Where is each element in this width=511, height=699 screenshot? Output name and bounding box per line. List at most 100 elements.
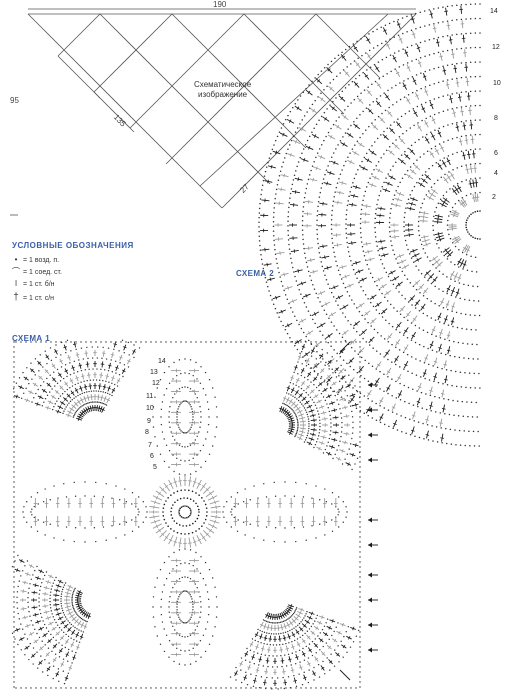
chain-dot (413, 124, 415, 127)
chain-dot (452, 241, 454, 244)
chain-dot (279, 621, 282, 624)
chain-dot (359, 471, 361, 473)
chain-dot (326, 403, 328, 405)
chain-dot (337, 304, 339, 306)
chain-dot (409, 166, 412, 168)
chain-dot (305, 687, 307, 689)
chain-dot (353, 327, 355, 329)
chain-dot (420, 72, 422, 74)
chain-dot (56, 368, 59, 371)
chain-dot (67, 660, 69, 662)
chain-dot (349, 443, 352, 445)
chain-dot (377, 160, 380, 163)
chain-dot (375, 208, 377, 210)
chain-dot (401, 270, 404, 273)
stitch-crossbar (329, 171, 332, 175)
stitch-crossbar (429, 343, 434, 347)
chain-dot (169, 406, 171, 408)
stitch-mark (466, 246, 471, 254)
chain-dot (307, 394, 310, 396)
chain-dot (82, 404, 85, 406)
chain-dot (276, 666, 279, 668)
stitch-crossbar (344, 274, 347, 279)
stitch-mark (178, 476, 182, 487)
stitch-mark (353, 123, 360, 130)
chain-dot (416, 181, 418, 184)
stitch-crossbar (395, 341, 400, 345)
chain-dot (456, 182, 459, 185)
chain-dot (78, 615, 80, 618)
chain-dot (168, 656, 170, 658)
chain-dot (335, 341, 337, 343)
chain-dot (105, 380, 107, 383)
chain-dot (460, 386, 463, 388)
chain-dot (430, 300, 432, 302)
chain-dot (329, 414, 331, 416)
chain-dot (184, 548, 186, 550)
chain-dot (331, 242, 334, 244)
slip-stitch-arc-icon: ⌒ (12, 267, 20, 276)
chain-dot (64, 390, 66, 393)
chain-dot (215, 341, 217, 343)
chain-dot (95, 341, 97, 343)
chain-dot (271, 622, 274, 624)
chain-dot (270, 687, 272, 689)
chain-dot (189, 404, 191, 406)
stitch-mark (424, 354, 429, 362)
chain-dot (340, 278, 343, 280)
chain-dot (468, 372, 471, 374)
chain-dot (175, 522, 178, 525)
chain-dot (258, 664, 260, 666)
chain-dot (181, 576, 183, 579)
chain-dot (424, 55, 426, 57)
stitch-mark (422, 369, 427, 377)
chain-dot (152, 426, 155, 428)
stitch-crossbar (344, 440, 346, 445)
chain-dot (334, 394, 336, 397)
chain-dot (236, 530, 239, 532)
chain-dot (353, 177, 356, 180)
chain-dot (465, 76, 467, 78)
stitch-crossbar (154, 500, 156, 505)
stitch-crossbar (154, 519, 156, 524)
chain-dot (379, 190, 382, 192)
stitch-mark (421, 239, 430, 243)
chain-dot (262, 665, 265, 667)
chain-dot (34, 358, 37, 360)
chain-dot (24, 565, 26, 567)
chain-dot (308, 628, 311, 630)
chain-dot (100, 687, 102, 689)
chain-dot (359, 516, 361, 518)
stitch-crossbar (423, 235, 426, 239)
scheme1-row-11: 11 (146, 393, 154, 400)
stitch-crossbar (390, 175, 393, 180)
chain-dot (263, 631, 266, 634)
chain-dot (422, 136, 424, 138)
chain-dot (55, 576, 57, 579)
chain-dot (411, 91, 414, 94)
chain-dot (468, 233, 471, 235)
chain-dot (121, 339, 124, 342)
chain-dot (20, 623, 22, 625)
chain-dot (297, 373, 299, 375)
chain-dot (406, 353, 409, 356)
stitch-crossbar (326, 266, 329, 270)
chain-dot (75, 348, 77, 351)
chain-dot (317, 635, 319, 637)
chain-dot (359, 426, 361, 428)
chain-dot (115, 687, 117, 689)
chain-dot (13, 501, 15, 503)
chain-dot (420, 207, 422, 209)
chain-dot (434, 285, 436, 288)
chain-dot (71, 598, 73, 600)
chain-dot (469, 119, 472, 122)
chain-dot (196, 568, 198, 570)
chain-dot (51, 388, 53, 390)
chain-dot (99, 401, 102, 404)
chain-dot (250, 673, 252, 675)
chain-dot (407, 77, 409, 80)
chain-dot (408, 253, 411, 255)
chain-dot (448, 339, 451, 342)
chain-dot (255, 674, 257, 677)
chain-dot (207, 613, 210, 616)
